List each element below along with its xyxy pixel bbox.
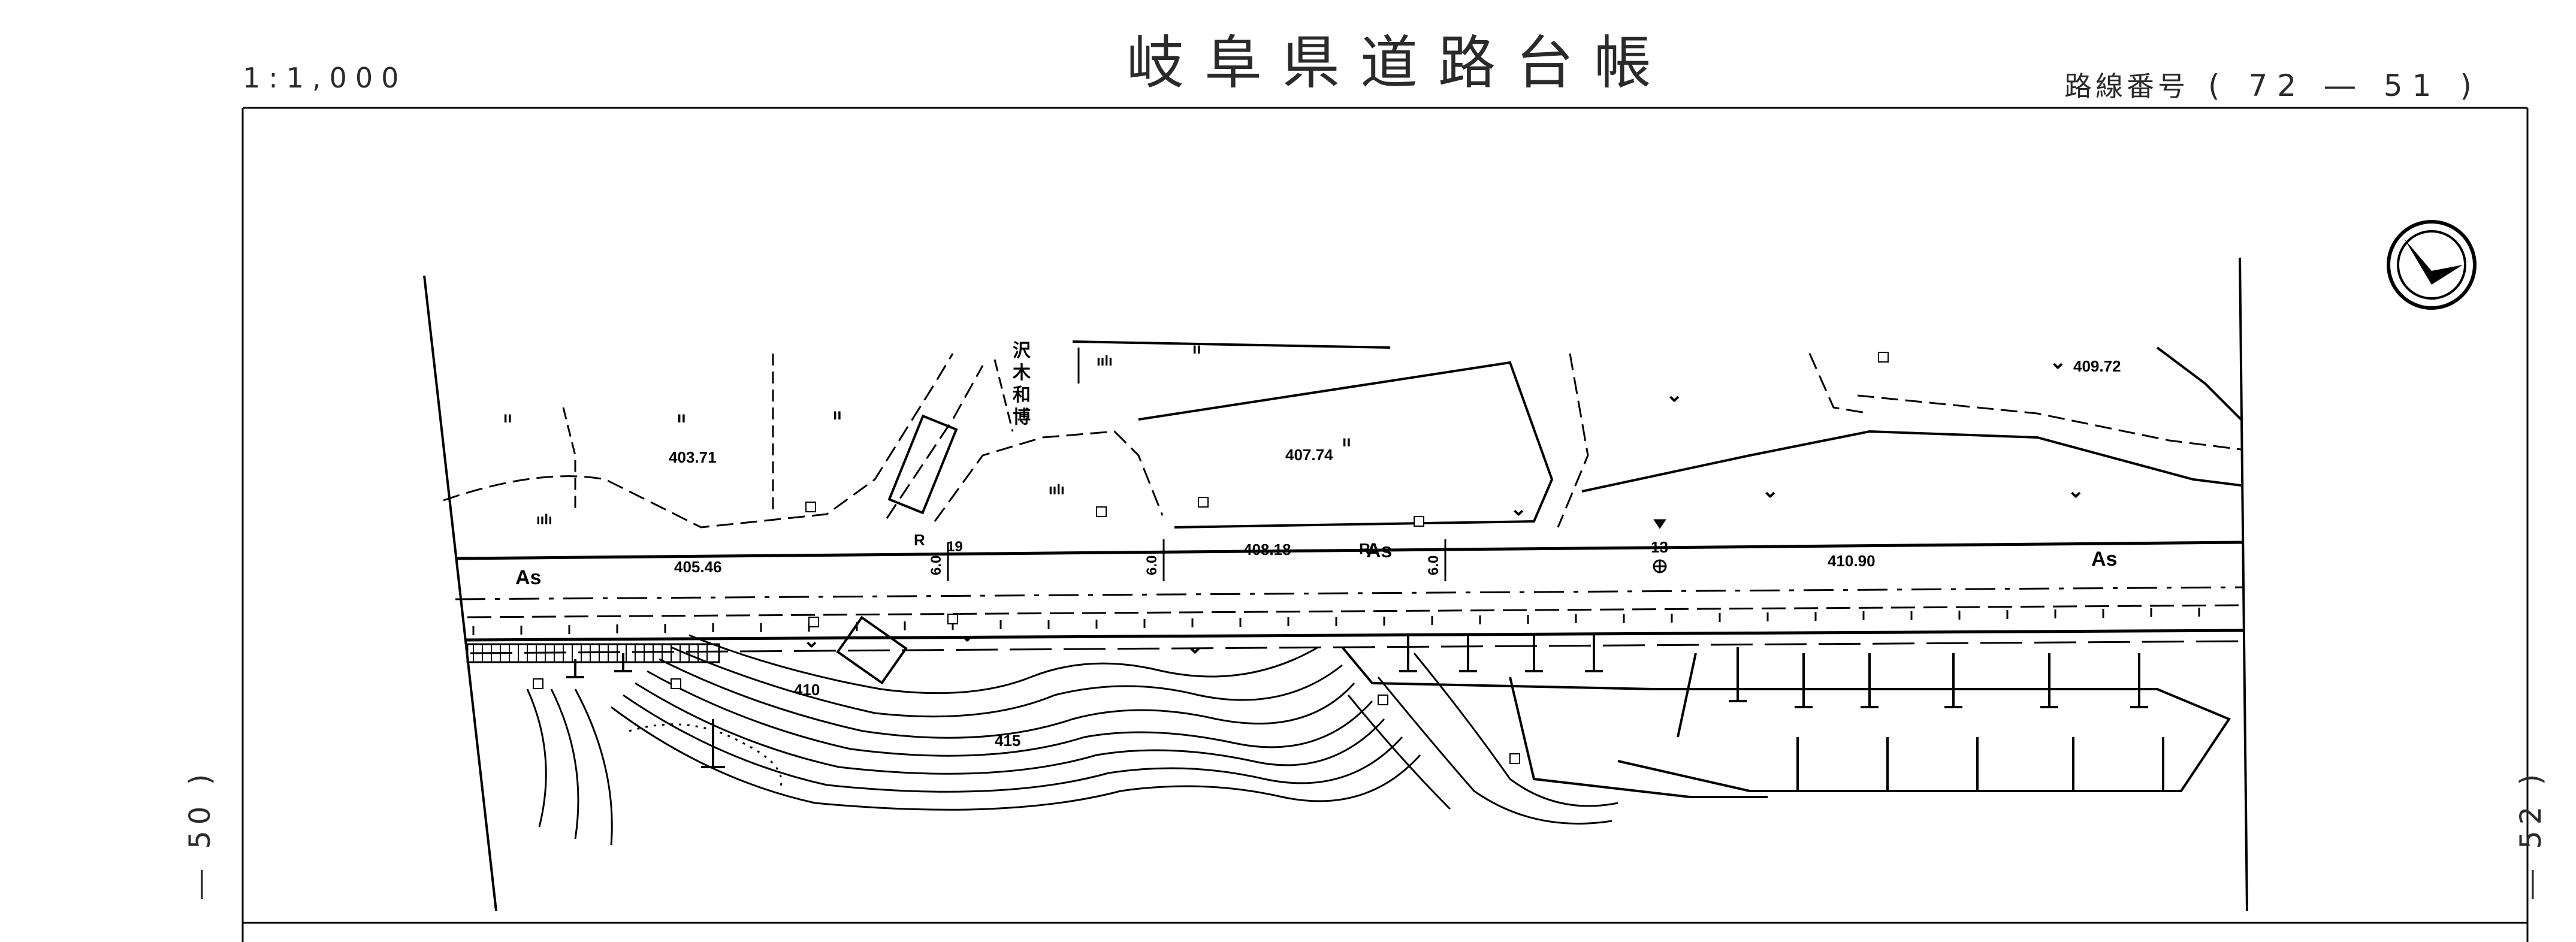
map-extent-lines [423, 257, 2248, 911]
svg-text:木: 木 [1012, 363, 1031, 383]
svg-text:⌄: ⌄ [2049, 351, 2067, 373]
benchmark-icon [1653, 519, 1667, 573]
elevation-label: 409.72 [2073, 357, 2121, 375]
svg-text:ıı: ıı [1192, 339, 1201, 357]
point-number: 13 [1651, 538, 1668, 556]
road-carriageway [455, 541, 2245, 654]
svg-text:ıılı: ıılı [1049, 482, 1065, 498]
svg-text:ıılı: ıılı [1097, 353, 1113, 369]
svg-text:⌄: ⌄ [1762, 479, 1779, 502]
road-width-label: 6.0 [1144, 555, 1160, 575]
svg-text:⌄: ⌄ [1186, 635, 1204, 658]
svg-text:博: 博 [1013, 407, 1031, 427]
road-width-label: 6.0 [928, 555, 944, 575]
curve-label: R [914, 531, 925, 549]
svg-text:ıı: ıı [503, 408, 512, 426]
contour-lines [526, 634, 1618, 846]
boundary-markers [533, 352, 1889, 764]
retaining-wall [466, 643, 720, 663]
elevation-label: 405.46 [674, 558, 722, 576]
north-arrow-icon [2387, 220, 2477, 310]
sheet-frame [241, 107, 2529, 942]
svg-text:ıı: ıı [1342, 432, 1351, 450]
width-markers [947, 539, 1446, 581]
svg-text:ıı: ıı [677, 408, 685, 426]
svg-text:ıılı: ıılı [536, 512, 552, 528]
building [887, 414, 958, 515]
forest-symbol: ıılı ıılı ıılı [536, 353, 1113, 528]
svg-text:⌄: ⌄ [959, 623, 976, 646]
elevation-label: 410.90 [1828, 552, 1876, 570]
map-title: 岐阜県道路台帳 [1127, 29, 1672, 96]
svg-text:沢: 沢 [1013, 341, 1031, 361]
elevation-label: 408.18 [1243, 541, 1291, 558]
svg-text:⌄: ⌄ [803, 629, 820, 652]
contour-label: 410 [794, 681, 820, 699]
wasteland-symbol: ⌄ ⌄ ⌄ ⌄ ⌄ ⌄ ⌄ ⌄ [803, 351, 2085, 658]
sheet-link-left[interactable]: ― 50 ) [183, 768, 217, 899]
field-symbol: ıı ıı ıı ıı ıı [503, 339, 1351, 450]
svg-text:ıı: ıı [833, 405, 841, 423]
fence-posts [566, 635, 2172, 792]
road-surface-label: As [515, 566, 541, 589]
route-number-label: 路線番号 [2064, 70, 2189, 102]
road-width-label: 6.0 [1426, 555, 1442, 575]
svg-text:⌄: ⌄ [1510, 497, 1527, 520]
route-number: ( 72 ― 51 ) [2208, 68, 2481, 103]
building-south [836, 615, 908, 685]
road-surface-label: As [1366, 539, 1392, 562]
road-surface-label: As [2091, 548, 2117, 570]
point-number: 19 [947, 539, 963, 555]
embankment [1341, 646, 2231, 798]
elevation-label: 403.71 [669, 448, 717, 466]
svg-text:⌄: ⌄ [2067, 479, 2085, 502]
svg-text:和: 和 [1013, 385, 1031, 405]
sheet-link-right[interactable]: ― 52 ) [2514, 768, 2548, 899]
curve-label: R [1359, 540, 1370, 558]
place-name: 沢 木 和 博 [1012, 341, 1031, 427]
svg-text:⌄: ⌄ [1666, 384, 1683, 406]
contour-label: 415 [995, 732, 1020, 750]
elevation-label: 407.74 [1285, 446, 1333, 464]
scale-label: 1:1,000 [243, 62, 407, 94]
